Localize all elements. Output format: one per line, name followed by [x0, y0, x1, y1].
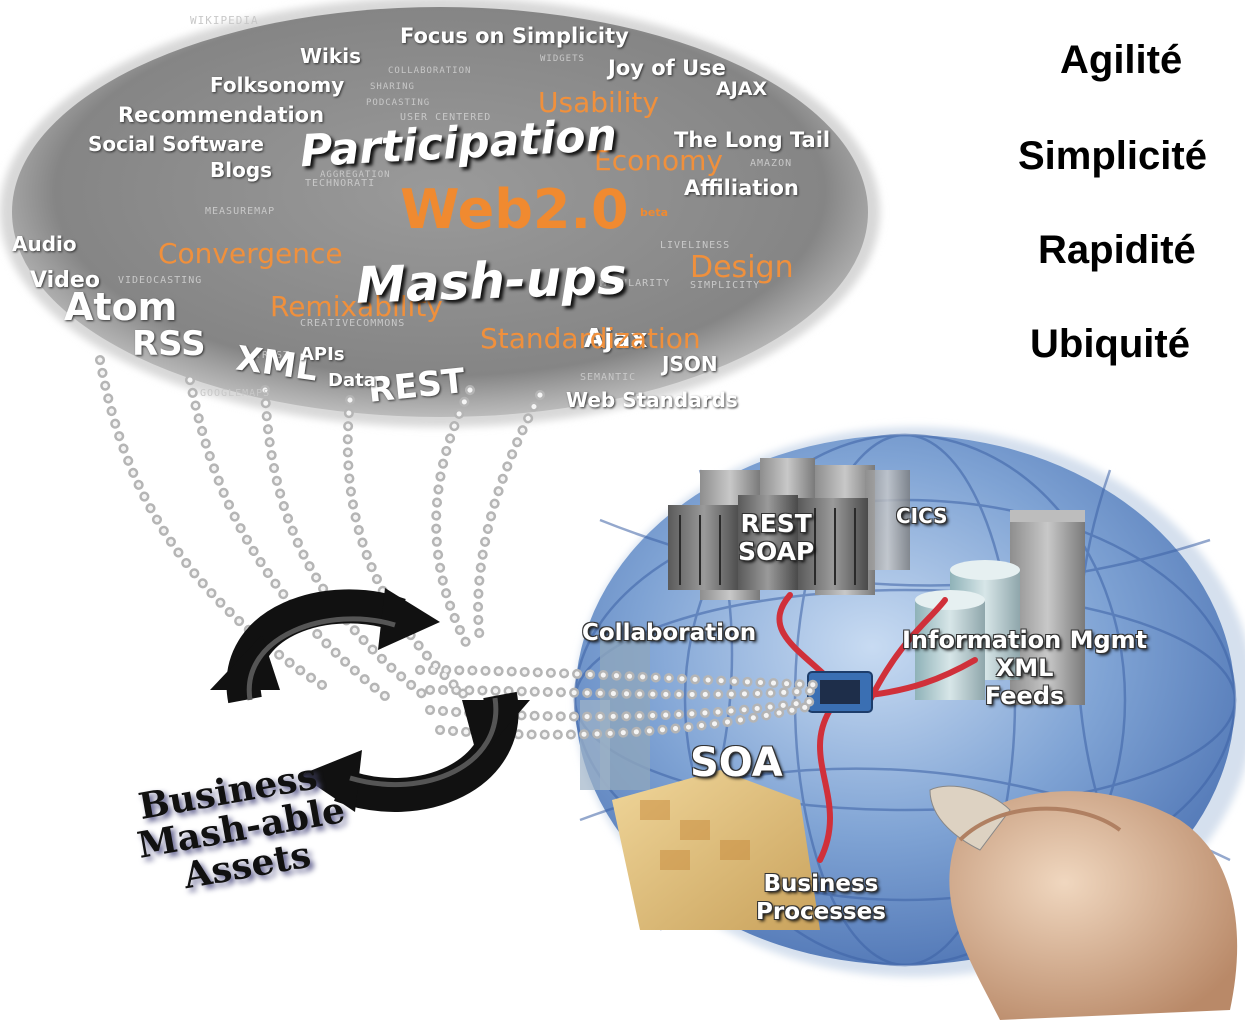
faint-tag: TRUST — [255, 350, 291, 361]
faint-tag: GOOGLEMAPS — [200, 388, 271, 399]
tag-participation: Participation — [298, 109, 619, 178]
tag-design: Design — [690, 250, 794, 285]
label-soap: SOAP — [738, 537, 815, 566]
faint-tag: TECHNORATI — [305, 178, 376, 189]
faint-tag: CREATIVECOMMONS — [300, 318, 406, 329]
tag-atom: Atom — [64, 285, 178, 329]
tag-cloud: WIKIPEDIA COLLABORATION SHARING WIDGETS … — [0, 0, 880, 440]
tag-social-software: Social Software — [88, 132, 264, 156]
tag-remixability: Remixability — [270, 290, 443, 323]
tag-rest: REST — [366, 361, 467, 411]
faint-tag: LIVELINESS — [660, 240, 731, 251]
faint-tag: MEASUREMAP — [205, 206, 276, 217]
faint-tag: COLLABORATION — [388, 66, 472, 76]
tag-json: JSON — [662, 352, 718, 376]
tag-beta: beta — [640, 206, 669, 219]
faint-tag: SIMPLICITY — [690, 280, 761, 291]
tag-mash-ups: Mash-ups — [355, 247, 628, 315]
tag-folksonomy: Folksonomy — [210, 73, 345, 97]
faint-tag: SEMANTIC — [580, 372, 637, 383]
tag-convergence: Convergence — [158, 237, 343, 270]
faint-tag: VIDEOCASTING — [118, 275, 203, 286]
tag-usability: Usability — [538, 86, 659, 119]
keyword-simplicite: Simplicité — [1018, 134, 1207, 178]
faint-tag: AMAZON — [750, 158, 793, 169]
label-info-mgmt: Information Mgmt — [902, 626, 1148, 654]
tag-web-standards: Web Standards — [566, 388, 738, 412]
faint-tag: WIDGETS — [540, 54, 585, 64]
label-xml: XML — [995, 654, 1054, 682]
label-cics: CICS — [896, 504, 948, 528]
tag-video: Video — [30, 268, 100, 293]
tag-focus-on-simplicity: Focus on Simplicity — [400, 24, 629, 48]
tag-data: Data — [328, 370, 376, 391]
tag-apis: APIs — [300, 344, 345, 365]
faint-tag: WIKIPEDIA — [190, 14, 259, 27]
faint-tag: USER CENTERED — [400, 112, 492, 123]
label-collaboration: Collaboration — [582, 620, 757, 646]
label-business-processes: Business Processes — [756, 870, 886, 926]
keyword-agilite: Agilité — [1060, 38, 1183, 82]
label-rest: REST — [740, 509, 812, 538]
tag-rss: RSS — [132, 324, 206, 364]
tag-economy: Economy — [594, 144, 723, 177]
faint-tag: SHARING — [370, 82, 415, 92]
tag-affiliation: Affiliation — [684, 176, 799, 200]
tag-blogs: Blogs — [210, 158, 273, 182]
label-information-mgmt: Information Mgmt XML Feeds — [902, 626, 1147, 710]
tag-joy-of-use: Joy of Use — [608, 56, 726, 80]
tag-ajax-upper: AJAX — [716, 78, 768, 100]
keyword-ubiquite: Ubiquité — [1030, 322, 1190, 366]
tag-web20: Web2.0 — [400, 178, 629, 241]
label-processes: Processes — [756, 899, 886, 925]
keyword-rapidite: Rapidité — [1038, 228, 1196, 272]
label-soa: SOA — [690, 740, 783, 786]
faint-tag: PODCASTING — [366, 98, 431, 108]
label-rest-soap: REST SOAP — [738, 510, 814, 566]
tag-audio: Audio — [12, 232, 77, 256]
faint-tag: AGGREGATION — [320, 170, 391, 180]
tag-wikis: Wikis — [300, 44, 361, 68]
tag-long-tail: The Long Tail — [674, 128, 831, 152]
tag-recommendation: Recommendation — [118, 103, 325, 127]
faint-tag: MODULARITY — [600, 278, 671, 289]
tag-standardization: Standardization — [480, 322, 701, 355]
label-business: Business — [763, 871, 879, 897]
tag-ajax: Ajax — [584, 324, 648, 354]
label-feeds: Feeds — [984, 682, 1065, 710]
cycle-arrows-icon — [210, 588, 530, 812]
